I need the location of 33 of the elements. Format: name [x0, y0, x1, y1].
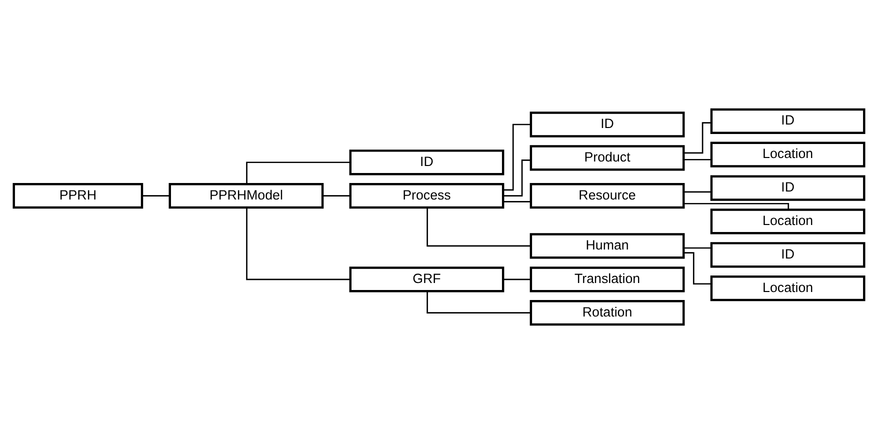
connector — [426, 207, 530, 246]
connector — [684, 190, 712, 192]
node-box: PPRH — [12, 182, 144, 208]
node-box: Resource — [530, 182, 685, 208]
node-box: Location — [710, 275, 866, 301]
connector — [322, 194, 350, 196]
connector — [684, 246, 712, 248]
node-box: ID — [710, 242, 866, 268]
connector — [142, 194, 170, 196]
node-box: Location — [710, 208, 866, 234]
node-box: ID — [710, 108, 866, 134]
node-box: Translation — [530, 266, 685, 292]
connector — [503, 278, 531, 280]
connector — [684, 252, 712, 284]
node-box: ID — [349, 149, 504, 175]
node-box: ID — [710, 174, 866, 200]
node-box: Process — [349, 182, 504, 208]
connector — [684, 158, 712, 160]
connector — [246, 207, 350, 280]
connector — [503, 159, 531, 196]
connector — [503, 200, 531, 202]
node-box: PPRHModel — [168, 182, 324, 208]
connector — [246, 161, 350, 184]
connector — [426, 290, 530, 313]
node-box: ID — [530, 111, 685, 137]
node-box: GRF — [349, 266, 504, 292]
node-box: Product — [530, 144, 685, 170]
node-box: Location — [710, 141, 866, 167]
node-box: Rotation — [530, 300, 685, 326]
connector — [684, 202, 790, 210]
connector — [684, 122, 712, 154]
connector — [503, 123, 531, 190]
node-box: Human — [530, 232, 685, 258]
